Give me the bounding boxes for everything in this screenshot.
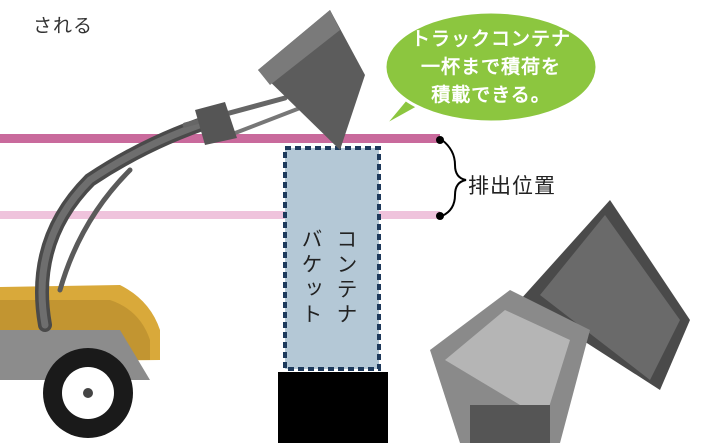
container-label-col2: バケット: [299, 228, 323, 328]
tractor-illustration: [0, 285, 160, 438]
callout-bubble: [383, 10, 599, 126]
callout-line-3: 積載できる。: [431, 84, 551, 106]
container-bucket: [283, 146, 381, 371]
lower-discharge-line: [0, 211, 440, 219]
callout-text: トラックコンテナ 一杯まで積荷を 積載できる。: [386, 25, 596, 109]
truck-base-block: [278, 372, 388, 443]
bucket-photo: [430, 200, 690, 443]
raised-bucket: [258, 10, 365, 150]
callout-line-1: トラックコンテナ: [410, 28, 571, 50]
container-label-col1: コンテナ: [334, 228, 358, 328]
discharge-position-label: 排出位置: [468, 174, 556, 198]
top-caption: される: [33, 15, 94, 37]
loader-joint: [195, 102, 237, 145]
loader-arm: [35, 95, 302, 332]
discharge-bracket: [436, 136, 467, 220]
callout-line-2: 一杯まで積荷を: [420, 56, 561, 78]
